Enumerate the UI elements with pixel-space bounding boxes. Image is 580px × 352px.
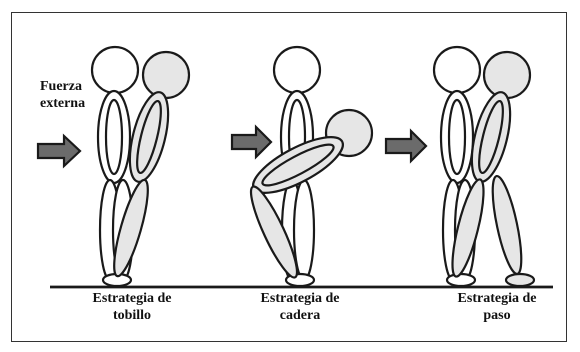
force-label-line1: Fuerza xyxy=(40,79,82,94)
force-label: Fuerza externa xyxy=(40,78,85,112)
figure-step-stepping xyxy=(451,50,536,288)
caption-ankle-strategy: Estrategia de tobillo xyxy=(92,291,172,323)
force-arrow-2 xyxy=(230,124,273,160)
caption-hip-strategy: Estrategia de cadera xyxy=(260,291,340,323)
force-arrow-3 xyxy=(384,128,428,164)
figure-ankle-leaning xyxy=(113,50,191,278)
force-label-line2: externa xyxy=(40,96,86,111)
caption-step-strategy: Estrategia de paso xyxy=(457,291,537,323)
figure-hip-bent xyxy=(249,108,374,279)
force-arrow-1 xyxy=(36,133,82,169)
